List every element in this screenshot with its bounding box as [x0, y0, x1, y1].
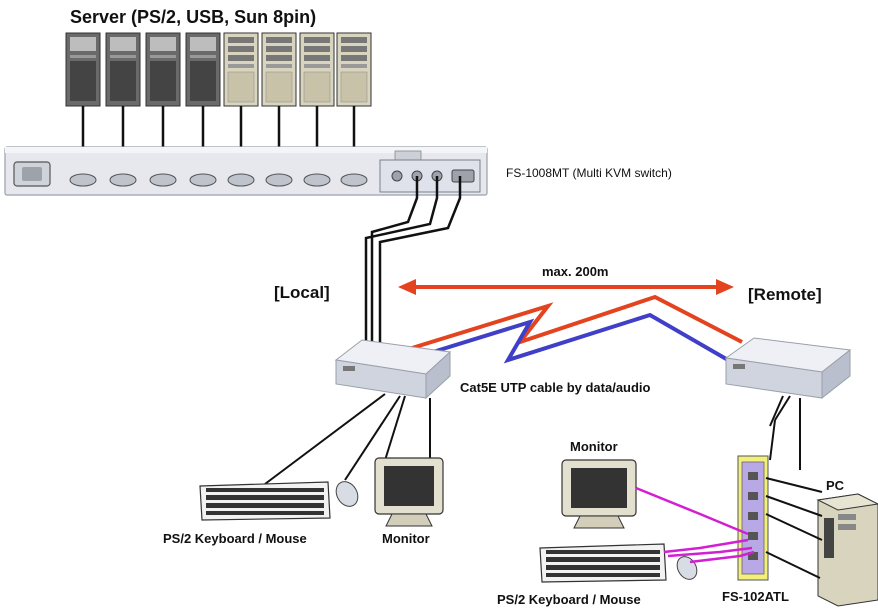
remote-console-cables [635, 486, 755, 564]
server-tower-3 [145, 32, 181, 180]
pc-tower-icon [816, 493, 878, 607]
server-tower-8 [336, 32, 372, 180]
local-extender-unit [334, 339, 452, 400]
local-keyboard-icon [199, 481, 331, 521]
server-tower-4 [185, 32, 221, 180]
local-mouse-icon [335, 481, 359, 507]
local-monitor-label: Monitor [382, 531, 430, 546]
cat5e-cable-blue [419, 312, 729, 364]
remote-keyboard-icon [539, 543, 667, 583]
remote-link-cables [769, 395, 801, 470]
kvm-switch-fs-1008mt [4, 146, 488, 196]
remote-mouse-icon [676, 556, 698, 580]
pc-label: PC [826, 478, 845, 493]
cable-label: Cat5E UTP cable by data/audio [460, 380, 651, 395]
pc-cables [765, 477, 823, 579]
local-monitor-icon [374, 457, 444, 527]
remote-monitor-label: Monitor [570, 439, 618, 454]
remote-kvm-switch-fs-102atl [737, 455, 769, 581]
server-tower-2 [105, 32, 141, 180]
power-inlet-icon [13, 161, 51, 187]
console-cables [364, 176, 462, 350]
distance-arrow [398, 279, 734, 295]
local-label: [Local] [274, 283, 330, 302]
remote-switch-label: FS-102ATL [722, 589, 789, 604]
remote-keyboard-mouse-label: PS/2 Keyboard / Mouse [497, 592, 641, 607]
server-ports [69, 173, 368, 187]
server-tower-6 [261, 32, 297, 180]
distance-label: max. 200m [542, 264, 609, 279]
server-tower-7 [299, 32, 335, 180]
servers-title: Server (PS/2, USB, Sun 8pin) [70, 7, 316, 27]
local-keyboard-mouse-label: PS/2 Keyboard / Mouse [163, 531, 307, 546]
remote-label: [Remote] [748, 285, 822, 304]
remote-monitor-icon [561, 459, 637, 529]
switch-name-label: FS-1008MT (Multi KVM switch) [506, 166, 672, 180]
remote-extender-unit [724, 337, 852, 400]
server-tower-5 [223, 32, 259, 180]
